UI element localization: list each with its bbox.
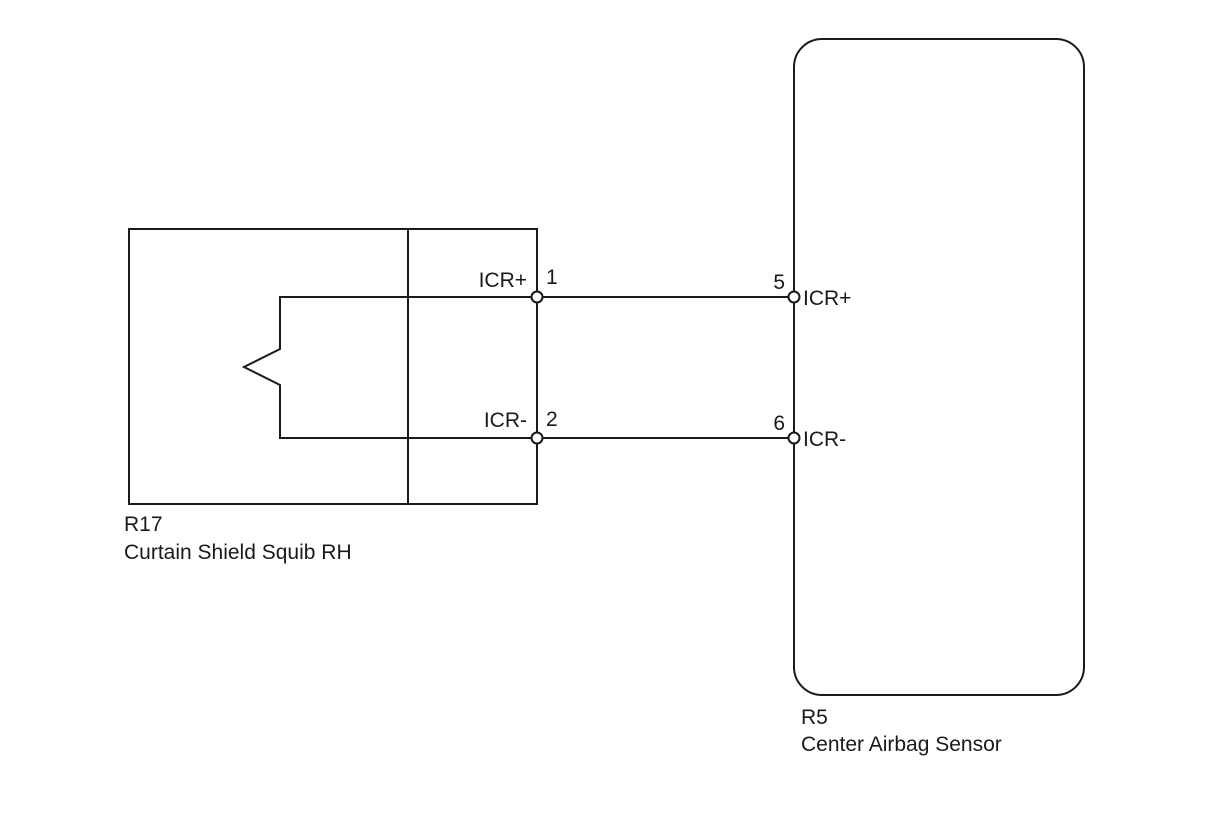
squib-code-label: R17 xyxy=(124,513,163,536)
terminal-sensor-pin-5 xyxy=(787,290,801,304)
squib-component xyxy=(128,228,538,505)
sensor-pin-5-number-label: 5 xyxy=(773,271,785,294)
sensor-name-label: Center Airbag Sensor xyxy=(801,733,1002,756)
squib-pin-1-number-label: 1 xyxy=(546,266,558,289)
sensor-pin-6-number-label: 6 xyxy=(773,412,785,435)
squib-pin-1-signal-label: ICR+ xyxy=(479,269,527,292)
sensor-box xyxy=(793,38,1085,696)
terminal-squib-pin-2 xyxy=(530,431,544,445)
sensor-pin-6-signal-label: ICR- xyxy=(803,428,846,451)
squib-name-label: Curtain Shield Squib RH xyxy=(124,541,352,564)
squib-pin-2-number-label: 2 xyxy=(546,408,558,431)
squib-element-symbol xyxy=(241,296,537,439)
sensor-pin-5-signal-label: ICR+ xyxy=(803,287,851,310)
sensor-code-label: R5 xyxy=(801,706,828,729)
terminal-squib-pin-1 xyxy=(530,290,544,304)
squib-outer-box xyxy=(128,228,538,505)
squib-pin-2-signal-label: ICR- xyxy=(484,409,527,432)
terminal-sensor-pin-6 xyxy=(787,431,801,445)
